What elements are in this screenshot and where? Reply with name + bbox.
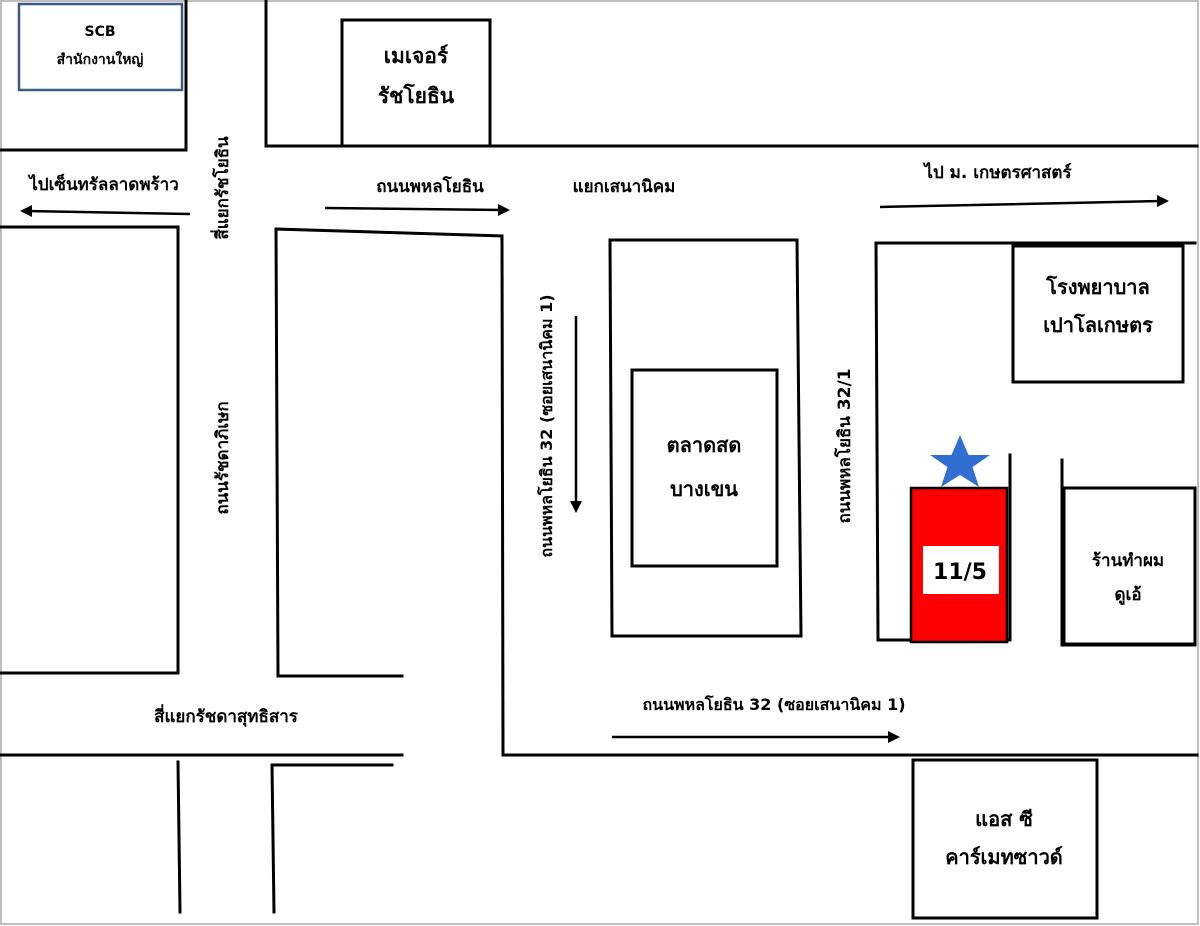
hospital-label: โรงพยาบาล <box>1045 275 1150 299</box>
arrow-left-icon <box>20 205 191 217</box>
major-cineplex-box <box>340 18 492 148</box>
arrow-right-icon <box>612 731 900 743</box>
scb-label: SCB <box>84 24 115 40</box>
arrow-right-icon <box>879 195 1169 209</box>
market-label: ตลาดสด <box>667 433 742 457</box>
soi32-bottom-road-label: ถนนพหลโยธิน 32 (ซอยเสนานิคม 1) <box>642 694 905 714</box>
sc-label: แอส ซี <box>975 807 1033 831</box>
hospital-box <box>1011 244 1185 384</box>
ratchayothin-junction-label: สี่แยกรัชโยธิน <box>210 136 233 240</box>
ratchadaphisek-road-label: ถนนรัชดาภิเษก <box>213 401 233 514</box>
arrow-down-icon <box>570 316 582 513</box>
salon-box <box>1062 486 1197 646</box>
phahon-road-label: ถนนพหลโยธิน <box>376 176 484 197</box>
target-label-plate <box>923 546 999 594</box>
arrow-right-icon <box>324 204 510 216</box>
salon-label: ร้านทำผม <box>1092 551 1164 571</box>
salon-sublabel: ดูเอ้ <box>1114 585 1141 606</box>
market-sublabel: บางเขน <box>670 477 738 501</box>
to-central-label: ไปเซ็นทรัลลาดพร้าว <box>27 172 179 195</box>
sc-carmate-box <box>911 758 1099 920</box>
star-icon <box>930 435 990 487</box>
soi32-road-label: ถนนพหลโยธิน 32 (ซอยเสนานิคม 1) <box>536 294 556 557</box>
sena-junction-label: แยกเสนานิคม <box>573 177 676 197</box>
major-label: เมเจอร์ <box>384 44 449 68</box>
scb-sublabel: สำนักงานใหญ่ <box>57 50 144 68</box>
to-ku-label: ไป ม. เกษตรศาสตร์ <box>922 162 1072 183</box>
soi32-1-road-label: ถนนพหลโยธิน 32/1 <box>834 368 855 523</box>
major-sublabel: รัชโยธิน <box>378 83 455 108</box>
ratchada-suthisan-junction-label: สี่แยกรัชดาสุทธิสาร <box>154 704 299 727</box>
market-box <box>630 368 779 568</box>
hospital-sublabel: เปาโลเกษตร <box>1043 313 1153 337</box>
target-label: 11/5 <box>933 560 987 585</box>
scb-box <box>17 2 184 92</box>
sc-sublabel: คาร์เมทซาวด์ <box>945 845 1063 869</box>
